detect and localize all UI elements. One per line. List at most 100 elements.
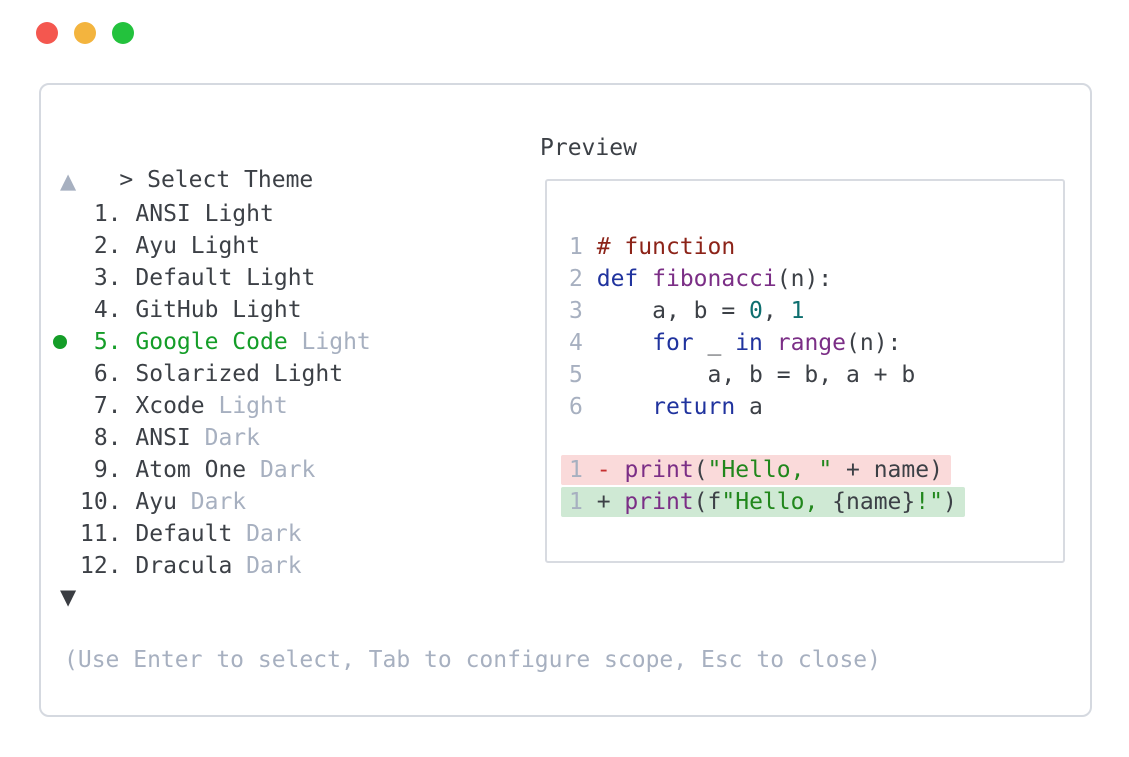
- theme-name: Solarized Light: [135, 361, 344, 387]
- theme-number: 3.: [93, 265, 122, 291]
- theme-variant: Dark: [204, 425, 260, 451]
- code-token: (n):: [776, 266, 833, 292]
- theme-list-item[interactable]: 2.Ayu Light: [52, 230, 371, 262]
- dialog-title: >Select Theme: [64, 132, 313, 228]
- row-gutter: [52, 422, 80, 454]
- theme-number: 2.: [93, 233, 122, 259]
- code-token-string: "Hello,: [721, 489, 833, 515]
- theme-list-item[interactable]: 8. ANSI Dark: [52, 422, 371, 454]
- code-token: [597, 330, 652, 356]
- code-token-keyword: def: [596, 266, 639, 292]
- theme-name: Google Code: [135, 329, 288, 355]
- code-token: ,: [762, 298, 791, 324]
- minimize-button[interactable]: [74, 22, 96, 44]
- theme-name: Atom One: [135, 457, 247, 483]
- row-gutter: [52, 390, 80, 422]
- preview-title: Preview: [540, 135, 637, 161]
- code-token-number: 0: [749, 298, 763, 324]
- theme-name: Xcode: [135, 393, 205, 419]
- diff-removed-line: 1 - print("Hello, " + name): [561, 455, 951, 485]
- theme-name: GitHub Light: [135, 297, 302, 323]
- code-token: + name): [832, 457, 943, 483]
- theme-list-item[interactable]: 6.Solarized Light: [52, 358, 371, 390]
- line-number: 1: [569, 489, 583, 515]
- theme-name: Default Light: [135, 265, 316, 291]
- prompt-caret-icon: >: [119, 167, 134, 193]
- theme-number: 11.: [80, 521, 122, 547]
- theme-list-item[interactable]: 1. ANSI Light: [52, 198, 371, 230]
- theme-variant: Light: [218, 393, 288, 419]
- theme-variant: Dark: [190, 489, 247, 515]
- code-token-keyword: return: [652, 394, 736, 420]
- row-gutter: [52, 486, 80, 518]
- code-token-keyword: in: [735, 330, 763, 356]
- row-gutter: [52, 262, 80, 294]
- line-number: 2: [569, 266, 583, 292]
- line-number: 3: [569, 298, 583, 324]
- code-token: _: [693, 330, 736, 356]
- code-token: [597, 394, 652, 420]
- theme-list-item[interactable]: 4.GitHub Light: [52, 294, 371, 326]
- code-line: 2 def fibonacci(n):: [569, 263, 965, 295]
- theme-list-item[interactable]: 7. Xcode Light: [52, 390, 371, 422]
- code-line: 5 a, b = b, a + b: [569, 359, 965, 391]
- code-token: (n):: [846, 330, 902, 356]
- row-gutter: [52, 198, 80, 230]
- row-gutter: [52, 358, 80, 390]
- dialog-window: >Select Theme Preview ▲ 1. ANSI Light 2.Ay…: [39, 83, 1092, 717]
- theme-name: Dracula: [135, 553, 233, 579]
- scroll-up-icon[interactable]: ▲: [60, 169, 77, 193]
- theme-number: 1.: [93, 201, 122, 227]
- code-line: 6 return a: [569, 391, 965, 423]
- code-token-number: 1: [790, 298, 805, 324]
- code-line: 1 - print("Hello, " + name): [561, 455, 965, 487]
- line-number: 1: [569, 234, 583, 260]
- theme-number: 8.: [93, 425, 122, 451]
- window-controls: [36, 22, 134, 44]
- theme-variant: Dark: [246, 521, 302, 547]
- theme-number: 7.: [93, 393, 122, 419]
- code-token: [611, 457, 625, 483]
- line-number: 1: [569, 457, 583, 483]
- theme-list: 1. ANSI Light 2.Ayu Light 3. Default Light 4.…: [52, 198, 371, 582]
- theme-list-item[interactable]: 11. Default Dark: [52, 518, 371, 550]
- code-line: 3 a, b = 0, 1: [569, 295, 965, 327]
- code-token: (f: [693, 489, 722, 515]
- close-button[interactable]: [36, 22, 58, 44]
- row-gutter: [52, 326, 80, 358]
- theme-variant: Dark: [260, 457, 316, 483]
- code-token: [763, 330, 777, 356]
- theme-list-item[interactable]: 5. Google Code Light: [52, 326, 371, 358]
- theme-number: 9.: [93, 457, 122, 483]
- zoom-button[interactable]: [112, 22, 134, 44]
- code-token-func: print: [624, 489, 694, 515]
- theme-variant: Light: [301, 329, 371, 355]
- code-token-string: !": [915, 489, 943, 515]
- code-token: ): [942, 489, 957, 515]
- theme-list-item[interactable]: 3. Default Light: [52, 262, 371, 294]
- code-token: {name}: [832, 489, 916, 515]
- theme-list-item[interactable]: 9. Atom One Dark: [52, 454, 371, 486]
- theme-name: ANSI Light: [135, 201, 274, 227]
- diff-added-line: 1 + print(f"Hello, {name}!"): [561, 487, 965, 517]
- code-token-string: "Hello, ": [707, 457, 833, 483]
- theme-variant: Dark: [246, 553, 302, 579]
- row-gutter: [52, 294, 80, 326]
- code-token-minus: -: [596, 457, 611, 483]
- theme-number: 5.: [93, 329, 122, 355]
- code-token-comment: # function: [596, 234, 736, 260]
- code-token: a: [735, 394, 763, 420]
- theme-name: ANSI: [135, 425, 191, 451]
- blank-line: [569, 423, 965, 455]
- scroll-down-icon[interactable]: ▼: [60, 585, 77, 609]
- theme-number: 10.: [80, 489, 122, 515]
- code-token-func: fibonacci: [652, 266, 777, 292]
- code-token-func: print: [624, 457, 694, 483]
- code-token: a, b =: [596, 298, 750, 324]
- theme-name: Default: [135, 521, 233, 547]
- code-line: 4 for _ in range(n):: [569, 327, 965, 359]
